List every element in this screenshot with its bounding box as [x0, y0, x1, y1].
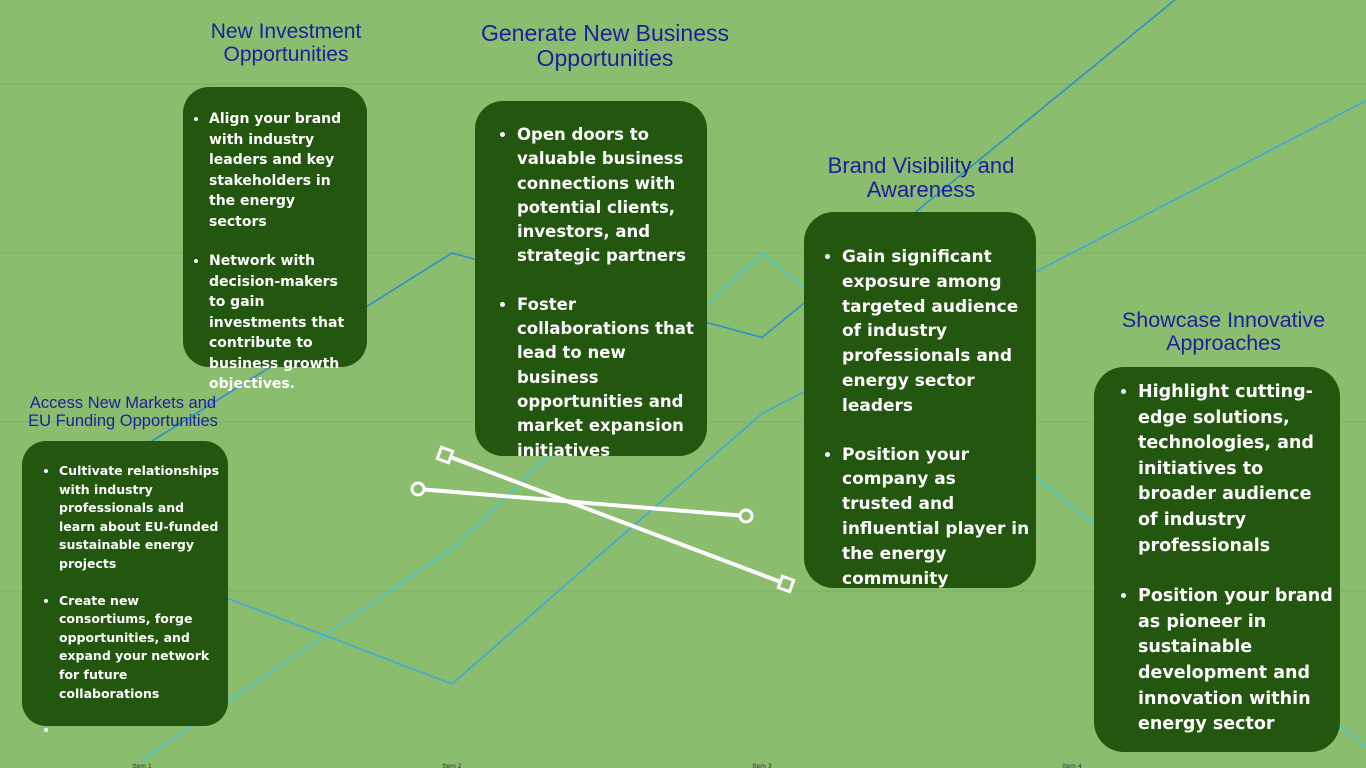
markets-bullet	[59, 721, 222, 740]
investment-bullet: Align your brand with industry leaders a…	[209, 109, 357, 232]
business-heading: Generate New Business Opportunities	[455, 21, 755, 71]
markets-heading-line: EU Funding Opportunities	[28, 411, 218, 430]
visibility-heading-line: Brand Visibility and	[827, 153, 1015, 178]
chart-x-tick-labels: Item 1 Item 2 Item 3 Item 4	[132, 763, 1082, 768]
business-card: Open doors to valuable business connecti…	[475, 101, 707, 460]
visibility-card: Gain significant exposure among targeted…	[804, 212, 1036, 591]
visibility-heading: Brand Visibility and Awareness	[805, 154, 1037, 202]
markets-bullet: Create new consortiums, forge opportunit…	[59, 592, 222, 704]
markets-bullet: Cultivate relationships with industry pr…	[59, 462, 222, 574]
chart-series-3-line	[141, 100, 1366, 685]
markets-bullet-list: Cultivate relationships with industry pr…	[39, 462, 222, 740]
investment-bullet: Network with decision-makers to gain inv…	[209, 251, 357, 395]
showcase-bullet-list: Highlight cutting-edge solutions, techno…	[1118, 380, 1334, 738]
markets-heading-line: Access New Markets and	[29, 394, 217, 412]
showcase-bullet: Highlight cutting-edge solutions, techno…	[1138, 380, 1334, 559]
business-heading-line: Opportunities	[536, 44, 674, 71]
chart-x-tick-label: Item 4	[1062, 763, 1082, 768]
business-bullet: Foster collaborations that lead to new b…	[517, 293, 697, 463]
visibility-heading-line: Awareness	[866, 176, 976, 202]
chart-x-tick-label: Item 3	[752, 763, 772, 768]
showcase-bullet: Position your brand as pioneer in sustai…	[1138, 584, 1334, 738]
visibility-bullet: Gain significant exposure among targeted…	[842, 245, 1032, 419]
investment-card: Align your brand with industry leaders a…	[183, 87, 367, 392]
showcase-heading-line: Showcase Innovative	[1121, 308, 1326, 332]
markets-heading: Access New Markets and EU Funding Opport…	[8, 394, 238, 431]
investment-heading-line: New Investment	[210, 20, 362, 43]
chart-x-tick-label: Item 2	[442, 763, 462, 768]
chart-x-tick-label: Item 1	[132, 763, 152, 768]
markets-card: Cultivate relationships with industry pr…	[22, 441, 228, 726]
business-bullet-list: Open doors to valuable business connecti…	[497, 123, 697, 463]
visibility-bullet: Position your company as trusted and inf…	[842, 443, 1032, 592]
business-heading-line: Generate New Business	[480, 20, 729, 46]
showcase-heading-line: Approaches	[1166, 331, 1281, 356]
investment-heading-line: Opportunities	[223, 42, 349, 66]
investment-bullet-list: Align your brand with industry leaders a…	[189, 109, 357, 395]
investment-heading: New Investment Opportunities	[186, 20, 386, 66]
showcase-heading: Showcase Innovative Approaches	[1096, 308, 1351, 356]
showcase-card: Highlight cutting-edge solutions, techno…	[1094, 367, 1340, 752]
visibility-bullet-list: Gain significant exposure among targeted…	[822, 245, 1032, 591]
business-bullet: Open doors to valuable business connecti…	[517, 123, 697, 269]
